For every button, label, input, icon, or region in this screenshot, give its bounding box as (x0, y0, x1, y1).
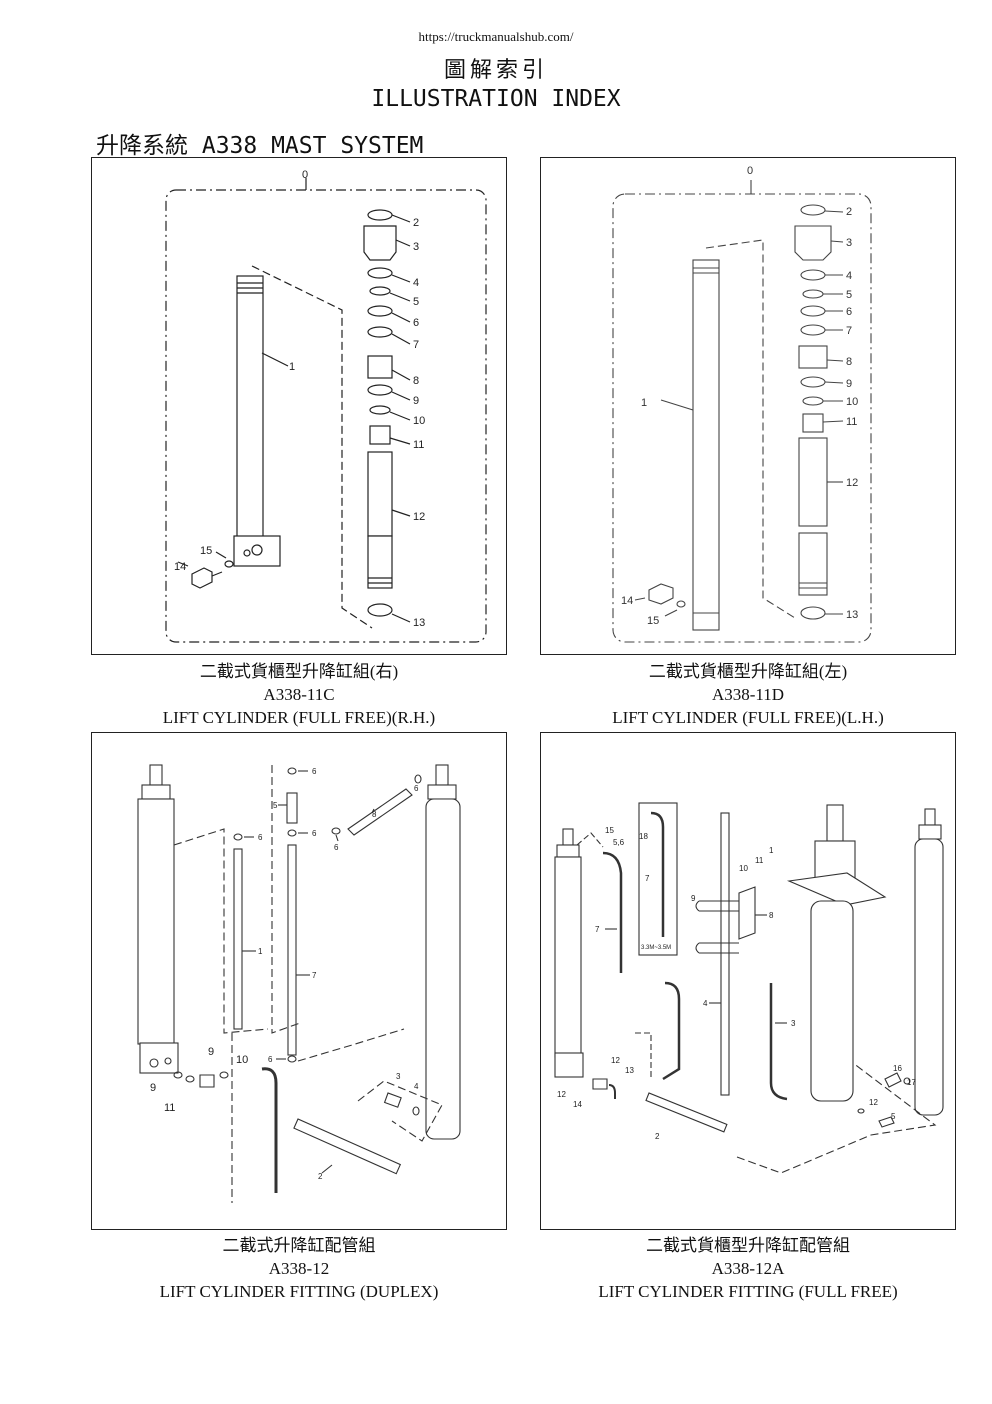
callout: 2 (655, 1132, 660, 1141)
callout: 1 (641, 397, 647, 409)
callout: 7 (413, 339, 419, 351)
callout: 8 (846, 356, 852, 368)
callout: 14 (174, 561, 186, 573)
callout: 12 (846, 477, 858, 489)
callout: 2 (413, 217, 419, 229)
index-title-english: ILLUSTRATION INDEX (371, 86, 621, 112)
callout: 7 (595, 925, 600, 934)
caption-a338-12: 二截式升降缸配管組 A338-12 LIFT CYLINDER FITTING … (89, 1234, 509, 1303)
callout: 5 (413, 296, 419, 308)
caption-english: LIFT CYLINDER (FULL FREE)(R.H.) (162, 708, 436, 727)
part-code: A338-11C (263, 685, 335, 704)
panel-a338-12[interactable]: 1 7 6 5 6 6 6 8 6 6 9 9 10 11 2 3 4 (91, 732, 507, 1230)
inset-length-label: 3.3M~3.5M (641, 945, 671, 951)
callout: 9 (691, 894, 696, 903)
callout: 12 (611, 1056, 620, 1065)
callout: 6 (312, 829, 317, 838)
section-title: 升降系統 A338 MAST SYSTEM (96, 133, 424, 159)
caption-english: LIFT CYLINDER FITTING (FULL FREE) (598, 1282, 898, 1301)
callout: 9 (150, 1082, 156, 1094)
callout: 4 (703, 999, 708, 1008)
callout: 16 (893, 1064, 902, 1073)
callout: 1 (289, 361, 295, 373)
caption-a338-12a: 二截式貨櫃型升降缸配管組 A338-12A LIFT CYLINDER FITT… (538, 1234, 958, 1303)
caption-chinese: 二截式貨櫃型升降缸配管組 (646, 1236, 850, 1255)
index-title-chinese: 圖解索引 (443, 58, 548, 83)
callout: 7 (645, 874, 650, 883)
callout: 0 (747, 165, 753, 177)
callout: 14 (573, 1100, 582, 1109)
callout: 5 (891, 1112, 896, 1121)
panel-a338-11d[interactable]: 0 1 2 3 4 5 6 7 8 9 10 11 12 13 14 15 (540, 157, 956, 655)
callout: 6 (268, 1055, 273, 1064)
source-url[interactable]: https://truckmanualshub.com/ (418, 29, 574, 44)
callout: 12 (869, 1098, 878, 1107)
callout: 2 (846, 206, 852, 218)
callout: 2 (318, 1172, 323, 1181)
drawing-cylinder-fitting-duplex: 1 7 6 5 6 6 6 8 6 6 9 9 10 11 2 3 4 (137, 764, 461, 1203)
caption-chinese: 二截式升降缸配管組 (222, 1236, 376, 1255)
callout: 4 (846, 270, 852, 282)
callout: 6 (258, 833, 263, 842)
caption-english: LIFT CYLINDER FITTING (DUPLEX) (159, 1282, 439, 1301)
callout: 14 (621, 595, 633, 607)
callout: 18 (639, 832, 648, 841)
callout: 6 (413, 317, 419, 329)
callout: 6 (312, 767, 317, 776)
part-code: A338-12 (268, 1259, 330, 1278)
callout: 11 (164, 1102, 175, 1114)
callout: 0 (302, 169, 308, 181)
drawing-lift-cylinder-rh: 0 1 2 3 4 5 6 7 8 9 10 11 12 13 (165, 169, 487, 643)
callout: 10 (739, 864, 748, 873)
callout: 1 (258, 947, 263, 956)
caption-a338-11d: 二截式貨櫃型升降缸組(左) A338-11D LIFT CYLINDER (FU… (538, 660, 958, 729)
callout: 3 (791, 1019, 796, 1028)
callout: 10 (413, 415, 425, 427)
callout: 10 (236, 1054, 248, 1066)
drawing-cylinder-fitting-full-free: 3.3M~3.5M 18 7 7 15 5,6 4 8 9 10 11 1 3 (554, 802, 944, 1174)
callout: 3 (396, 1072, 401, 1081)
callout: 6 (414, 784, 419, 793)
drawing-lift-cylinder-lh: 0 1 2 3 4 5 6 7 8 9 10 11 12 13 14 15 (612, 165, 872, 643)
callout: 9 (413, 395, 419, 407)
callout: 15 (200, 545, 212, 557)
callout: 10 (846, 396, 858, 408)
callout: 11 (413, 439, 424, 451)
callout: 11 (846, 416, 857, 428)
callout: 11 (755, 856, 764, 865)
callout: 4 (414, 1082, 419, 1091)
callout: 15 (605, 826, 614, 835)
caption-english: LIFT CYLINDER (FULL FREE)(L.H.) (612, 708, 884, 727)
callout: 13 (625, 1066, 634, 1075)
caption-chinese: 二截式貨櫃型升降缸組(左) (648, 662, 848, 681)
callout: 12 (413, 511, 425, 523)
panel-a338-11c[interactable]: 0 1 2 3 4 5 6 7 8 9 10 11 12 13 (91, 157, 507, 655)
callout: 1 (769, 846, 774, 855)
callout: 8 (413, 375, 419, 387)
callout: 13 (846, 609, 858, 621)
callout: 5,6 (613, 838, 625, 847)
callout: 5 (273, 801, 278, 810)
part-code: A338-11D (711, 685, 785, 704)
callout: 7 (846, 325, 852, 337)
callout: 8 (372, 810, 377, 819)
callout: 3 (846, 237, 852, 249)
callout: 9 (846, 378, 852, 390)
callout: 17 (907, 1078, 916, 1087)
callout: 5 (846, 289, 852, 301)
callout: 15 (647, 615, 659, 627)
part-code: A338-12A (711, 1259, 785, 1278)
callout: 3 (413, 241, 419, 253)
callout: 4 (413, 277, 419, 289)
callout: 7 (312, 971, 317, 980)
callout: 6 (846, 306, 852, 318)
callout: 6 (334, 843, 339, 852)
callout: 13 (413, 617, 425, 629)
panel-a338-12a[interactable]: 3.3M~3.5M 18 7 7 15 5,6 4 8 9 10 11 1 3 (540, 732, 956, 1230)
callout: 8 (769, 911, 774, 920)
callout: 9 (208, 1046, 214, 1058)
caption-chinese: 二截式貨櫃型升降缸組(右) (199, 662, 399, 681)
callout: 12 (557, 1090, 566, 1099)
caption-a338-11c: 二截式貨櫃型升降缸組(右) A338-11C LIFT CYLINDER (FU… (89, 660, 509, 729)
